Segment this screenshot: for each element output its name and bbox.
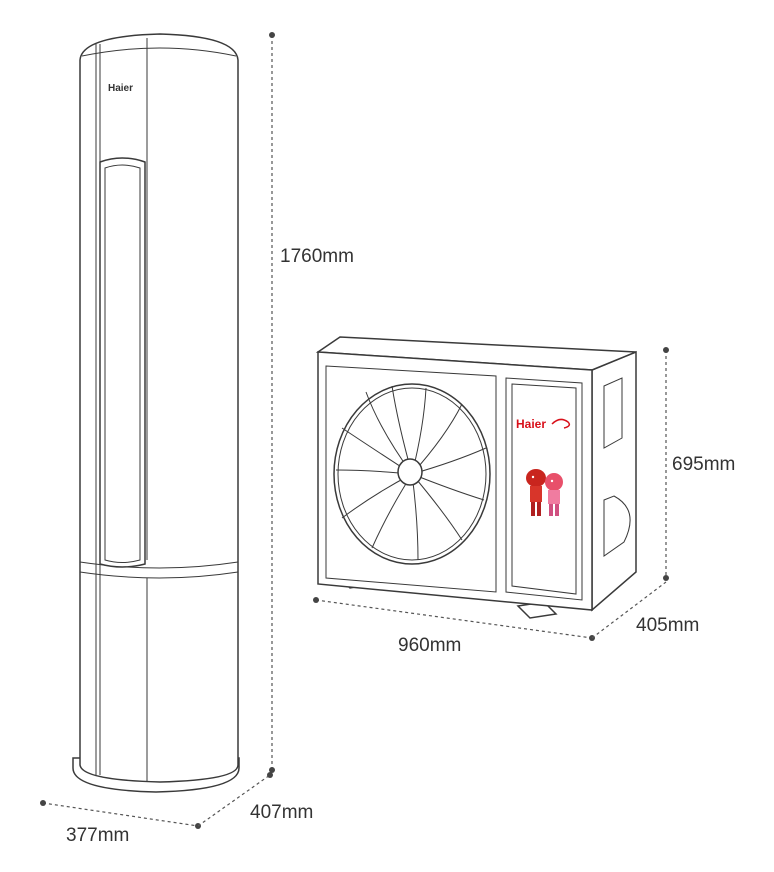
outdoor-width-label: 960mm <box>398 635 461 656</box>
indoor-width-label: 377mm <box>66 825 129 846</box>
outdoor-unit: Haier <box>315 336 637 619</box>
outdoor-height-dimension: 695mm <box>663 347 735 581</box>
outdoor-side-handle-top <box>603 377 623 449</box>
outdoor-front <box>317 351 593 611</box>
outdoor-brand-swoosh <box>551 418 571 429</box>
indoor-brand-logo: Haier <box>108 83 133 94</box>
indoor-height-label: 1760mm <box>280 246 354 267</box>
indoor-display-window <box>99 157 146 568</box>
indoor-depth-label: 407mm <box>250 802 313 823</box>
haier-brothers-mascot-image <box>526 469 563 516</box>
outdoor-fan <box>333 383 491 565</box>
indoor-unit: Haier <box>72 33 240 793</box>
outdoor-side <box>591 350 637 612</box>
outdoor-height-label: 695mm <box>672 454 735 475</box>
indoor-width-dimension: 377mm <box>40 800 201 846</box>
indoor-display-inner <box>104 164 141 563</box>
outdoor-depth-dimension: 405mm <box>591 581 699 639</box>
outdoor-label-panel <box>505 377 583 601</box>
outdoor-fan-panel <box>325 365 497 593</box>
outdoor-brand-logo: Haier <box>516 417 546 431</box>
indoor-waist-band-2 <box>79 571 239 579</box>
outdoor-depth-label: 405mm <box>636 615 699 636</box>
indoor-depth-dimension: 407mm <box>197 772 313 827</box>
indoor-waist-band <box>79 561 239 569</box>
indoor-height-dimension: 1760mm <box>269 32 354 773</box>
outdoor-side-handle-bottom <box>603 495 631 557</box>
